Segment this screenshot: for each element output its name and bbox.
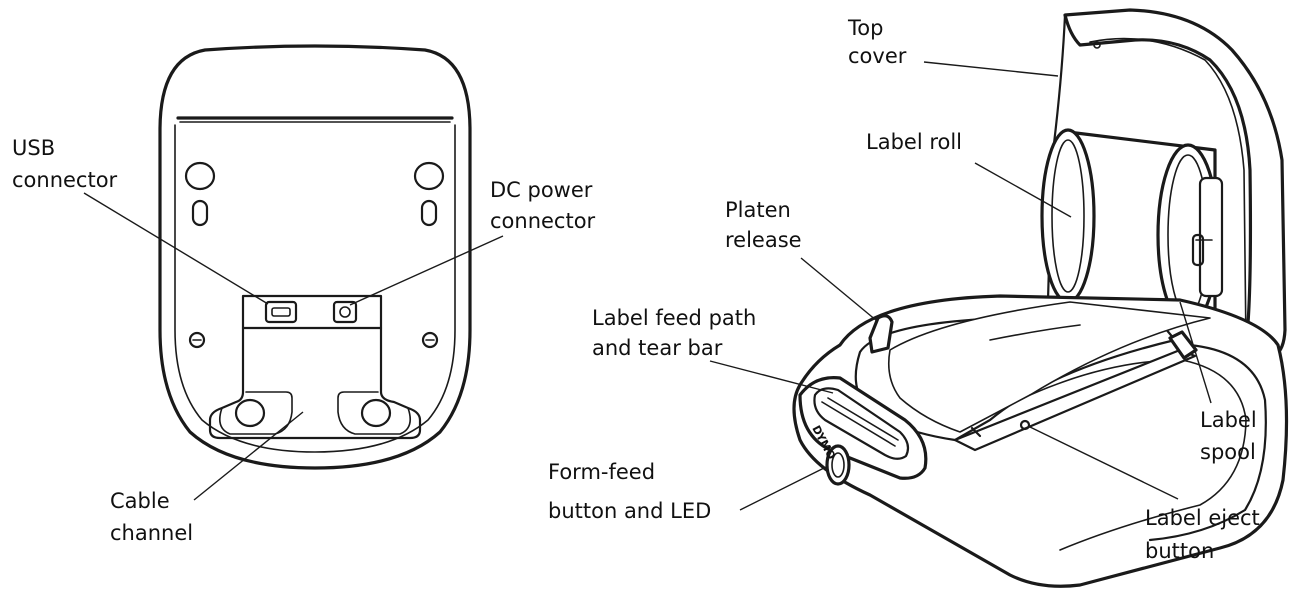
printer-open-view: DYMO (792, 8, 1289, 588)
usb-port-inner (271, 307, 291, 317)
callout-platen-release: Platen release (725, 198, 802, 252)
dc-power-port (332, 300, 358, 324)
callout-label-spool: Label spool (1200, 408, 1263, 464)
leader-label-roll (974, 162, 1072, 218)
dc-power-port-pin (339, 306, 351, 318)
label-roll-shape (1040, 128, 1224, 327)
top-cover-inner-edge (1089, 37, 1247, 346)
tear-bar-edge (821, 401, 896, 447)
foot-bottom-right (360, 398, 392, 428)
tear-bar-slot (813, 387, 910, 460)
callout-label-eject-button: Label eject button (1145, 506, 1266, 563)
bottom-shell-inner-rim (174, 124, 456, 453)
foot-top-right (413, 161, 445, 191)
top-cover-hinge-dot (1093, 41, 1101, 49)
slot-top-left (191, 199, 209, 227)
leader-usb-connector (83, 192, 269, 305)
channel-recess-right (337, 391, 411, 435)
top-cover-shape (1063, 8, 1287, 357)
callout-form-feed-button: Form-feed button and LED (548, 460, 711, 523)
cover-hinge-right (1168, 330, 1198, 360)
tear-bar-edge-2 (827, 397, 899, 441)
side-panel-right (1148, 343, 1267, 542)
label-spool-hub (1198, 176, 1224, 298)
leader-label-eject-button (1029, 426, 1179, 500)
callout-dc-power-connector: DC power connector (490, 178, 599, 233)
leader-label-feed-path (709, 360, 834, 394)
leader-platen-release (800, 257, 878, 322)
label-sheet (887, 301, 1211, 433)
eject-lever-notch (970, 426, 982, 438)
leader-label-spool (1179, 301, 1212, 404)
slot-top-right (420, 199, 438, 227)
callout-cable-channel: Cable channel (110, 489, 193, 545)
usb-port (264, 300, 298, 324)
leader-cable-channel (193, 411, 304, 501)
leader-top-cover (923, 61, 1059, 77)
screw-left (188, 331, 206, 349)
callout-label-feed-path: Label feed path and tear bar (592, 306, 763, 360)
side-panel-inner (1029, 359, 1247, 551)
leader-form-feed-button (739, 465, 829, 511)
foot-top-left (184, 161, 216, 191)
leader-dc-power-connector (349, 235, 504, 306)
screw-right (421, 331, 439, 349)
callout-usb-connector: USB connector (12, 136, 118, 192)
platen-release-lever (868, 314, 894, 354)
eject-lever (953, 348, 1197, 452)
cable-channel (208, 326, 422, 440)
label-eject-button-dot (1019, 419, 1031, 431)
callout-label-roll: Label roll (866, 130, 962, 154)
form-feed-button (825, 444, 851, 486)
callout-top-cover: Top cover (847, 16, 907, 68)
foot-bottom-left (234, 398, 266, 428)
printer-bottom-view (158, 44, 472, 470)
front-face (798, 376, 928, 480)
form-feed-led (831, 452, 845, 478)
bottom-shell-outline (158, 44, 472, 470)
sheet-crease (989, 324, 1081, 341)
